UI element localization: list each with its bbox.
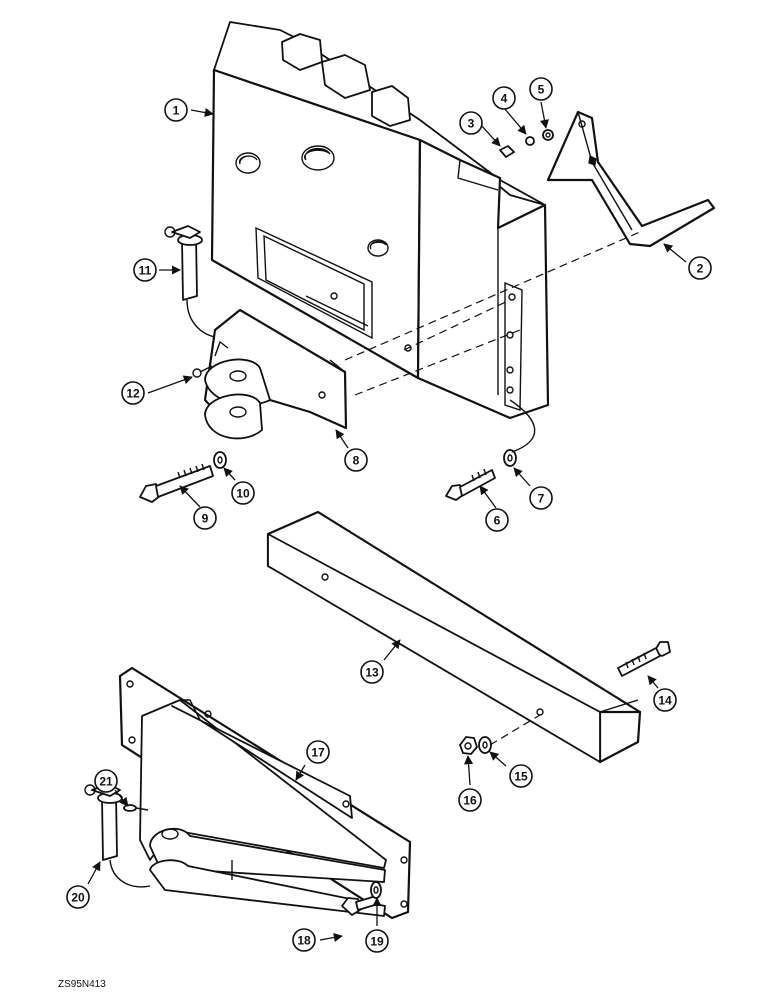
- callout-18: 18: [292, 928, 316, 952]
- callout-number: 4: [501, 92, 508, 106]
- beam-part: [266, 510, 642, 764]
- callout-21: 21: [94, 769, 118, 793]
- callout-circle: [133, 258, 157, 282]
- callout-number: 19: [370, 935, 384, 949]
- callout-circle: [94, 769, 118, 793]
- callout-number: 7: [538, 492, 545, 506]
- callout-12: 12: [121, 381, 145, 405]
- callout-7: 7: [529, 486, 553, 510]
- callout-16: 16: [458, 788, 482, 812]
- callout-4: 4: [492, 86, 516, 110]
- bracket-part: [546, 110, 716, 248]
- drawing-code: ZS95N413: [58, 979, 106, 990]
- bolts-lower: [139, 449, 517, 503]
- callout-circle: [459, 111, 483, 135]
- callout-circle: [485, 508, 509, 532]
- callout-number: 10: [236, 487, 250, 501]
- callout-circle: [292, 928, 316, 952]
- callout-number: 9: [202, 512, 209, 526]
- callout-number: 1: [173, 104, 180, 118]
- callout-number: 13: [365, 666, 379, 680]
- callout-13: 13: [360, 660, 384, 684]
- callout-circle: [529, 77, 553, 101]
- callout-circle: [193, 506, 217, 530]
- callout-2: 2: [688, 256, 712, 280]
- callout-number: 17: [311, 746, 325, 760]
- callout-circle: [306, 740, 330, 764]
- bolts-beam: [459, 641, 671, 755]
- callout-8: 8: [344, 448, 368, 472]
- callout-circle: [360, 660, 384, 684]
- assembly-lines: [344, 231, 641, 453]
- pin-part-11: [164, 225, 231, 339]
- callout-5: 5: [529, 77, 553, 101]
- callout-3: 3: [459, 111, 483, 135]
- callout-14: 14: [653, 688, 677, 712]
- callout-circle: [66, 885, 90, 909]
- callout-15: 15: [509, 764, 533, 788]
- clip-part-12: [192, 365, 213, 378]
- callout-number: 15: [514, 770, 528, 784]
- callout-number: 18: [297, 934, 311, 948]
- callout-number: 3: [468, 117, 475, 131]
- callout-number: 16: [463, 794, 477, 808]
- callout-1: 1: [164, 98, 188, 122]
- callout-circle: [529, 486, 553, 510]
- callout-circle: [688, 256, 712, 280]
- hitch-bracket-part: [203, 308, 348, 440]
- callout-circle: [458, 788, 482, 812]
- callout-20: 20: [66, 885, 90, 909]
- callout-11: 11: [133, 258, 157, 282]
- small-hardware: [499, 129, 554, 158]
- callout-circle: [492, 86, 516, 110]
- lower-hitch-part: [118, 666, 412, 920]
- callout-circle: [344, 448, 368, 472]
- callout-19: 19: [365, 929, 389, 953]
- callout-17: 17: [306, 740, 330, 764]
- callout-circle: [653, 688, 677, 712]
- callout-10: 10: [231, 481, 255, 505]
- callout-circle: [509, 764, 533, 788]
- callout-number: 6: [494, 514, 501, 528]
- callout-leaders: [87, 101, 687, 942]
- callout-9: 9: [193, 506, 217, 530]
- callout-number: 8: [353, 454, 360, 468]
- callout-number: 14: [658, 694, 672, 708]
- callout-circle: [121, 381, 145, 405]
- callout-number: 12: [126, 387, 140, 401]
- callout-number: 11: [139, 264, 152, 278]
- callout-number: 2: [697, 262, 704, 276]
- callout-number: 21: [99, 775, 113, 789]
- callout-circle: [164, 98, 188, 122]
- callout-circle: [365, 929, 389, 953]
- callout-6: 6: [485, 508, 509, 532]
- counterweight-part: [210, 21, 550, 420]
- callout-number: 5: [538, 83, 545, 97]
- callout-circle: [231, 481, 255, 505]
- callout-number: 20: [71, 891, 85, 905]
